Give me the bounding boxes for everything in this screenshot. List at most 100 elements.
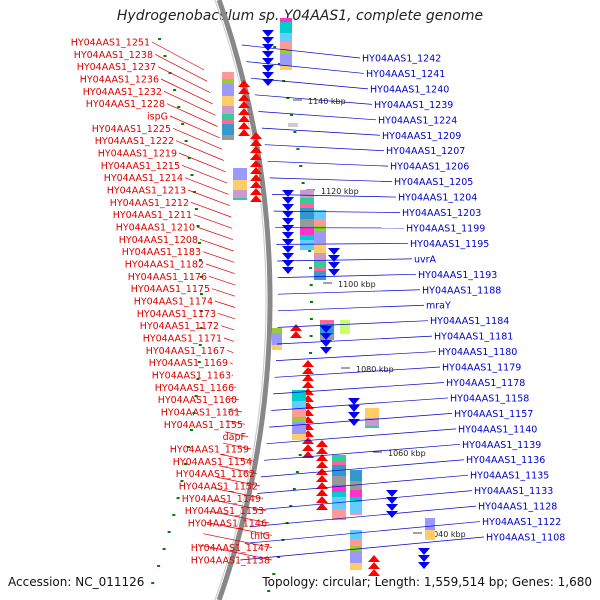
gene-block xyxy=(332,461,346,465)
forward-strand-gene xyxy=(250,132,262,139)
tick-dot xyxy=(197,361,201,363)
reverse-strand-gene xyxy=(328,269,340,276)
gene-block xyxy=(233,198,247,200)
gene-label-right: HY04AAS1_1128 xyxy=(478,502,557,513)
label-connector-right xyxy=(271,397,449,411)
gene-block xyxy=(300,198,314,204)
gene-label-right: HY04AAS1_1184 xyxy=(430,316,509,327)
tick-dot xyxy=(273,46,277,48)
label-connector-right xyxy=(249,505,477,528)
gene-block xyxy=(222,135,234,140)
label-connector-right xyxy=(254,94,373,105)
forward-strand-gene xyxy=(368,569,380,576)
tick-dot xyxy=(308,250,312,252)
reverse-strand-gene xyxy=(282,239,294,246)
gene-block xyxy=(314,231,326,243)
gene-block xyxy=(222,84,234,96)
label-connector-left xyxy=(229,397,240,401)
gene-label-left: HY04AAS1_1172 xyxy=(140,321,219,332)
reverse-strand-gene xyxy=(328,262,340,269)
gene-label-right: HY04AAS1_1181 xyxy=(434,332,513,343)
tick-dot xyxy=(200,293,203,295)
gene-block xyxy=(332,497,346,509)
gene-block xyxy=(300,235,314,240)
forward-strand-gene xyxy=(238,129,250,136)
label-connector-left xyxy=(157,66,211,93)
gene-labels: HY04AAS1_1251HY04AAS1_1238HY04AAS1_1237H… xyxy=(71,38,566,567)
tick-dot xyxy=(290,114,293,116)
tick-dot xyxy=(162,548,166,550)
gene-block xyxy=(365,418,379,426)
gene-block xyxy=(280,22,292,33)
tick-dot xyxy=(192,191,196,193)
gene-label-left: HY04AAS1_1238 xyxy=(74,50,153,61)
gene-block xyxy=(350,497,362,502)
gene-block xyxy=(350,470,362,481)
label-connector-left xyxy=(209,510,270,524)
forward-strand-gene xyxy=(250,139,262,146)
gene-block xyxy=(332,519,346,520)
gene-block xyxy=(222,79,234,84)
reverse-strand-gene xyxy=(262,65,274,72)
label-connector-right xyxy=(246,61,365,74)
tick-dot xyxy=(199,259,202,261)
gene-block xyxy=(272,328,282,333)
gene-label-left: HY04AAS1_1213 xyxy=(107,186,186,197)
gene-block xyxy=(314,271,326,280)
gene-label-left: HY04AAS1_1155 xyxy=(164,420,243,431)
tick-dot xyxy=(298,454,302,456)
forward-strand-gene xyxy=(316,482,328,489)
gene-label-left: HY04AAS1_1208 xyxy=(119,235,198,246)
tick-dot xyxy=(187,157,191,159)
label-connector-left xyxy=(172,128,223,150)
gene-label-left: HY04AAS1_1166 xyxy=(155,383,234,394)
label-connector-right xyxy=(264,144,385,152)
gene-block xyxy=(292,390,306,401)
gene-label-left: HY04AAS1_1146 xyxy=(188,519,267,530)
label-connector-right xyxy=(269,413,453,428)
reverse-strand-gene xyxy=(348,419,360,426)
gene-label-right: HY04AAS1_1133 xyxy=(474,486,553,497)
reverse-strand-gene xyxy=(386,511,398,518)
label-connector-left xyxy=(202,251,235,263)
forward-strand-gene xyxy=(290,331,302,338)
tick-dot xyxy=(199,327,203,329)
gene-label-right: HY04AAS1_1209 xyxy=(382,131,461,142)
gene-label-left: HY04AAS1_1182 xyxy=(125,260,204,271)
tick-dot xyxy=(277,556,281,558)
gene-label-right: HY04AAS1_1180 xyxy=(438,347,517,358)
reverse-strand-gene xyxy=(328,255,340,262)
reverse-strand-gene xyxy=(262,30,274,37)
reverse-strand-gene xyxy=(262,58,274,65)
reverse-strand-gene xyxy=(418,562,430,569)
reverse-strand-gene xyxy=(418,555,430,562)
label-connector-left xyxy=(224,431,249,438)
reverse-strand-gene xyxy=(282,204,294,211)
label-connector-left xyxy=(208,276,236,286)
kbp-tick-label: 1120 kbp xyxy=(321,187,359,196)
gene-label-left: HY04AAS1_1219 xyxy=(98,149,177,160)
reverse-strand-gene xyxy=(282,267,294,274)
label-connector-right xyxy=(240,536,485,561)
label-connector-left xyxy=(203,533,273,549)
label-connector-left xyxy=(211,499,267,512)
gene-block xyxy=(425,518,435,530)
gene-label-right: HY04AAS1_1203 xyxy=(402,208,481,219)
forward-strand-gene xyxy=(250,153,262,160)
gene-block xyxy=(222,96,234,106)
gene-block xyxy=(350,481,362,490)
gene-label-left: HY04AAS1_1222 xyxy=(95,136,174,147)
gene-label-left: HY04AAS1_1251 xyxy=(71,38,150,49)
forward-strand-gene xyxy=(302,367,314,374)
reverse-strand-gene xyxy=(418,548,430,555)
label-connector-left xyxy=(211,288,236,297)
gene-label-right: HY04AAS1_1207 xyxy=(386,146,465,157)
label-connector-right xyxy=(253,490,473,511)
reverse-strand-gene xyxy=(262,72,274,79)
gene-label-left: HY04AAS1_1138 xyxy=(191,556,270,567)
forward-strand-gene xyxy=(238,108,250,115)
reverse-strand-gene xyxy=(262,79,274,86)
gene-block xyxy=(332,455,346,461)
gene-block xyxy=(314,243,326,253)
